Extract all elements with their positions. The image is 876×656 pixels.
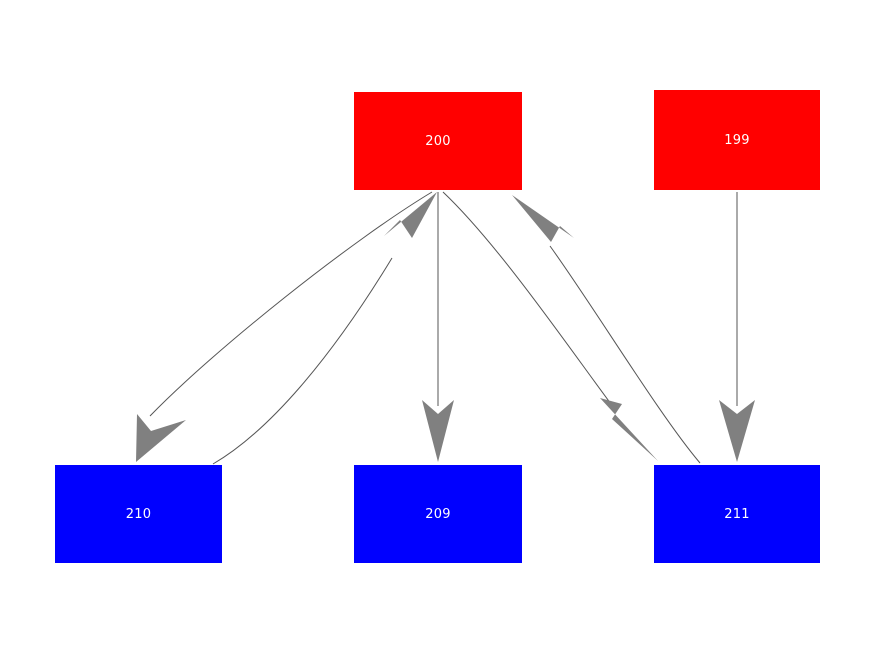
edge-200-to-209-arrowhead	[422, 400, 454, 462]
node-210-label: 210	[125, 506, 152, 522]
node-199-label: 199	[724, 132, 750, 148]
edge-200-to-211-arrowhead	[600, 398, 658, 461]
edge-210-to-200-arrowhead	[384, 192, 437, 238]
edge-211-to-200[interactable]	[512, 195, 701, 464]
edge-199-to-211[interactable]	[719, 192, 755, 462]
edge-200-to-210-arrowhead	[136, 414, 186, 462]
node-200[interactable]: 200	[354, 92, 522, 190]
node-209[interactable]: 209	[354, 465, 522, 563]
node-200-label: 200	[425, 133, 451, 149]
edge-200-to-210[interactable]	[136, 191, 433, 462]
node-199[interactable]: 199	[654, 90, 820, 190]
edge-211-to-200-arrowhead	[512, 195, 574, 242]
node-210[interactable]: 210	[55, 465, 222, 563]
edge-210-to-200-line	[212, 257, 393, 465]
edge-211-to-200-line	[549, 245, 701, 464]
node-211-label: 211	[724, 506, 750, 522]
edge-200-to-210-line	[149, 191, 433, 417]
node-211[interactable]: 211	[654, 465, 820, 563]
edge-200-to-209[interactable]	[422, 192, 454, 462]
edge-200-to-211-line	[442, 191, 615, 409]
node-209-label: 209	[425, 506, 451, 522]
edge-200-to-211[interactable]	[442, 191, 658, 461]
edge-199-to-211-arrowhead	[719, 400, 755, 462]
edge-210-to-200[interactable]	[212, 192, 437, 465]
